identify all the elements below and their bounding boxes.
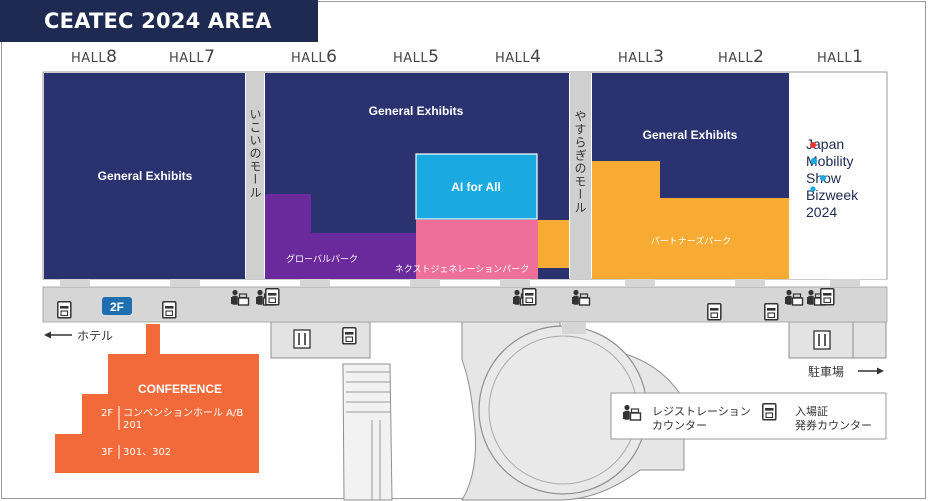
conference-3f-line-1: 301、302 — [123, 447, 171, 458]
hotel-direction: ホテル — [44, 329, 113, 343]
zone-general-exhibits-hall7-8[interactable] — [44, 73, 245, 279]
hotel-label: ホテル — [77, 329, 113, 343]
stairs — [342, 363, 393, 501]
hall-label-1: HALL1 — [817, 47, 863, 67]
legend-badge-line-1: 入場証 — [795, 405, 828, 418]
hall-label-2: HALL2 — [718, 47, 764, 67]
zone-global-park[interactable] — [265, 194, 416, 279]
japan-mobility-show-logo: Japan Mobility Show Bizweek 2024 — [806, 136, 859, 220]
label-general-exhibits-a: General Exhibits — [98, 169, 193, 183]
badge-counter-icon[interactable] — [522, 288, 537, 306]
label-ai-for-all: AI for All — [451, 180, 501, 194]
hall-label-number: 7 — [204, 47, 216, 67]
conference-building[interactable] — [55, 324, 259, 473]
main-corridor — [42, 286, 888, 323]
jms-blue-dot-icon — [810, 157, 818, 165]
badge-counter-icon[interactable] — [820, 288, 835, 306]
parking-direction: 駐車場 — [808, 364, 884, 379]
hall-label-prefix: HALL — [393, 51, 429, 66]
map-title: CEATEC 2024 AREA MAP — [0, 0, 318, 75]
restaurant-icon[interactable] — [813, 330, 831, 350]
legend-badge-line-2: 発券カウンター — [795, 418, 872, 432]
hall-label-4: HALL4 — [495, 47, 541, 67]
jms-red-dot-icon — [810, 142, 816, 148]
jms-line-4: Bizweek — [806, 187, 859, 203]
hall-label-6: HALL6 — [291, 47, 337, 67]
badge-counter-icon[interactable] — [707, 303, 722, 321]
hall-label-number: 2 — [753, 47, 765, 67]
lower-building-edge — [852, 321, 887, 359]
zone-ai-for-all[interactable] — [415, 153, 538, 220]
label-mall-ikoi: いこいのモール — [248, 108, 262, 199]
hall-label-prefix: HALL — [618, 51, 654, 66]
hall-label-prefix: HALL — [718, 51, 754, 66]
mall-yasuragi — [570, 72, 591, 279]
hall-label-number: 4 — [530, 47, 542, 67]
jms-line-1: Japan — [806, 136, 844, 152]
legend-box — [610, 392, 887, 440]
label-global-park: グローバルパーク — [286, 253, 358, 265]
conference-2f-line-2: 201 — [123, 420, 142, 431]
corridor-connectors — [60, 279, 860, 287]
hall-label-prefix: HALL — [71, 51, 107, 66]
mall-ikoi — [246, 72, 264, 279]
hall-label-number: 8 — [106, 47, 118, 67]
label-next-generation-park: ネクストジェネレーションパーク — [395, 264, 530, 275]
badge-counter-icon[interactable] — [162, 301, 177, 319]
hall-label-8: HALL8 — [71, 47, 117, 67]
hall-label-prefix: HALL — [817, 51, 853, 66]
corridor-to-event-hall — [562, 322, 586, 334]
hall-label-prefix: HALL — [291, 51, 327, 66]
hall-label-number: 1 — [852, 47, 864, 67]
floor-badge-label: 2F — [110, 300, 124, 314]
hall-label-5: HALL5 — [393, 47, 439, 67]
badge-counter-icon[interactable] — [342, 327, 357, 345]
jms-blue-dot-icon-3 — [810, 186, 816, 192]
badge-counter-icon[interactable] — [764, 303, 779, 321]
conference-floor-3f: 3F — [101, 447, 113, 458]
zone-next-gen-orange-strip[interactable] — [538, 220, 569, 268]
badge-counter-icon[interactable] — [57, 301, 72, 319]
jms-line-5: 2024 — [806, 204, 837, 220]
badge-counter-icon[interactable] — [265, 288, 280, 306]
conference-2f-line-1: コンベンションホール A/B — [123, 407, 243, 419]
zone-japan-mobility-show[interactable] — [789, 73, 886, 279]
label-partners-park: パートナーズパーク — [651, 235, 732, 247]
hall-label-7: HALL7 — [169, 47, 215, 67]
parking-label: 駐車場 — [808, 364, 844, 379]
conference-title: CONFERENCE — [138, 382, 222, 396]
hall-label-3: HALL3 — [618, 47, 664, 67]
arrow-left-head-icon — [44, 331, 51, 339]
jms-blue-dot-icon-2 — [820, 175, 826, 181]
jms-line-2: Mobility — [806, 153, 853, 169]
hall-label-number: 3 — [653, 47, 665, 67]
zone-partners-park[interactable] — [592, 161, 789, 279]
arrow-right-head-icon — [877, 367, 884, 375]
hall-label-prefix: HALL — [169, 51, 205, 66]
hall-label-prefix: HALL — [495, 51, 531, 66]
label-general-exhibits-b: General Exhibits — [369, 104, 464, 118]
hall-label-number: 6 — [326, 47, 338, 67]
restaurant-icon[interactable] — [293, 329, 311, 349]
badge-counter-icon — [762, 403, 777, 421]
label-general-exhibits-c: General Exhibits — [643, 128, 738, 142]
zone-next-generation-park[interactable] — [416, 220, 538, 279]
conference-floor-2f: 2F — [101, 408, 113, 419]
legend-registration-line-1: レジストレーション — [652, 405, 751, 418]
label-mall-yasuragi: やすらぎのモール — [573, 110, 587, 214]
floor-badge — [102, 297, 132, 315]
hall-label-number: 5 — [428, 47, 440, 67]
legend-registration-line-2: カウンター — [652, 419, 707, 432]
